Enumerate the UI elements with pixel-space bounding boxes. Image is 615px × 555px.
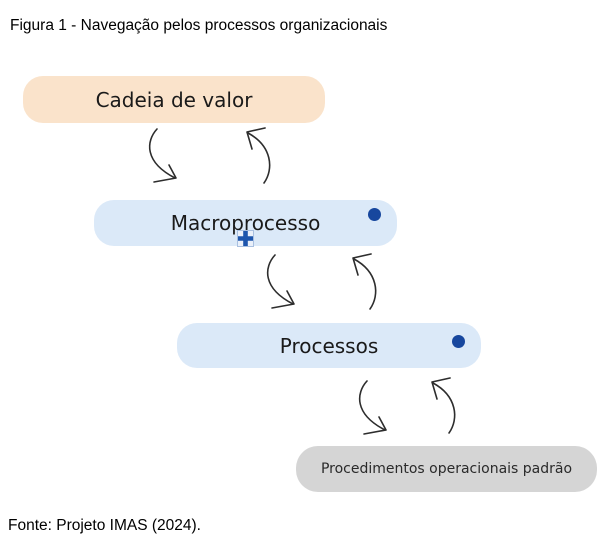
node-cadeia-de-valor-label: Cadeia de valor bbox=[95, 87, 253, 112]
curved-arrow-up-icon bbox=[246, 127, 271, 184]
curved-arrow-down-icon bbox=[266, 254, 295, 309]
node-processos[interactable]: Processos bbox=[177, 323, 481, 368]
drilldown-dot-icon[interactable] bbox=[368, 208, 381, 221]
drilldown-dot-icon[interactable] bbox=[452, 335, 465, 348]
figure-source: Fonte: Projeto IMAS (2024). bbox=[8, 517, 201, 534]
curved-arrow-down-icon bbox=[358, 380, 387, 435]
node-processos-label: Processos bbox=[279, 333, 379, 358]
node-procedimentos-label: Procedimentos operacionais padrão bbox=[320, 461, 573, 477]
node-procedimentos-operacionais-padrao[interactable]: Procedimentos operacionais padrão bbox=[296, 446, 597, 492]
figure-title: Figura 1 - Navegação pelos processos org… bbox=[10, 17, 388, 34]
curved-arrow-up-icon bbox=[431, 377, 456, 434]
curved-arrow-down-icon bbox=[148, 128, 177, 183]
node-cadeia-de-valor[interactable]: Cadeia de valor bbox=[23, 76, 325, 123]
plus-cursor-icon[interactable] bbox=[237, 230, 254, 247]
curved-arrow-up-icon bbox=[352, 253, 377, 310]
